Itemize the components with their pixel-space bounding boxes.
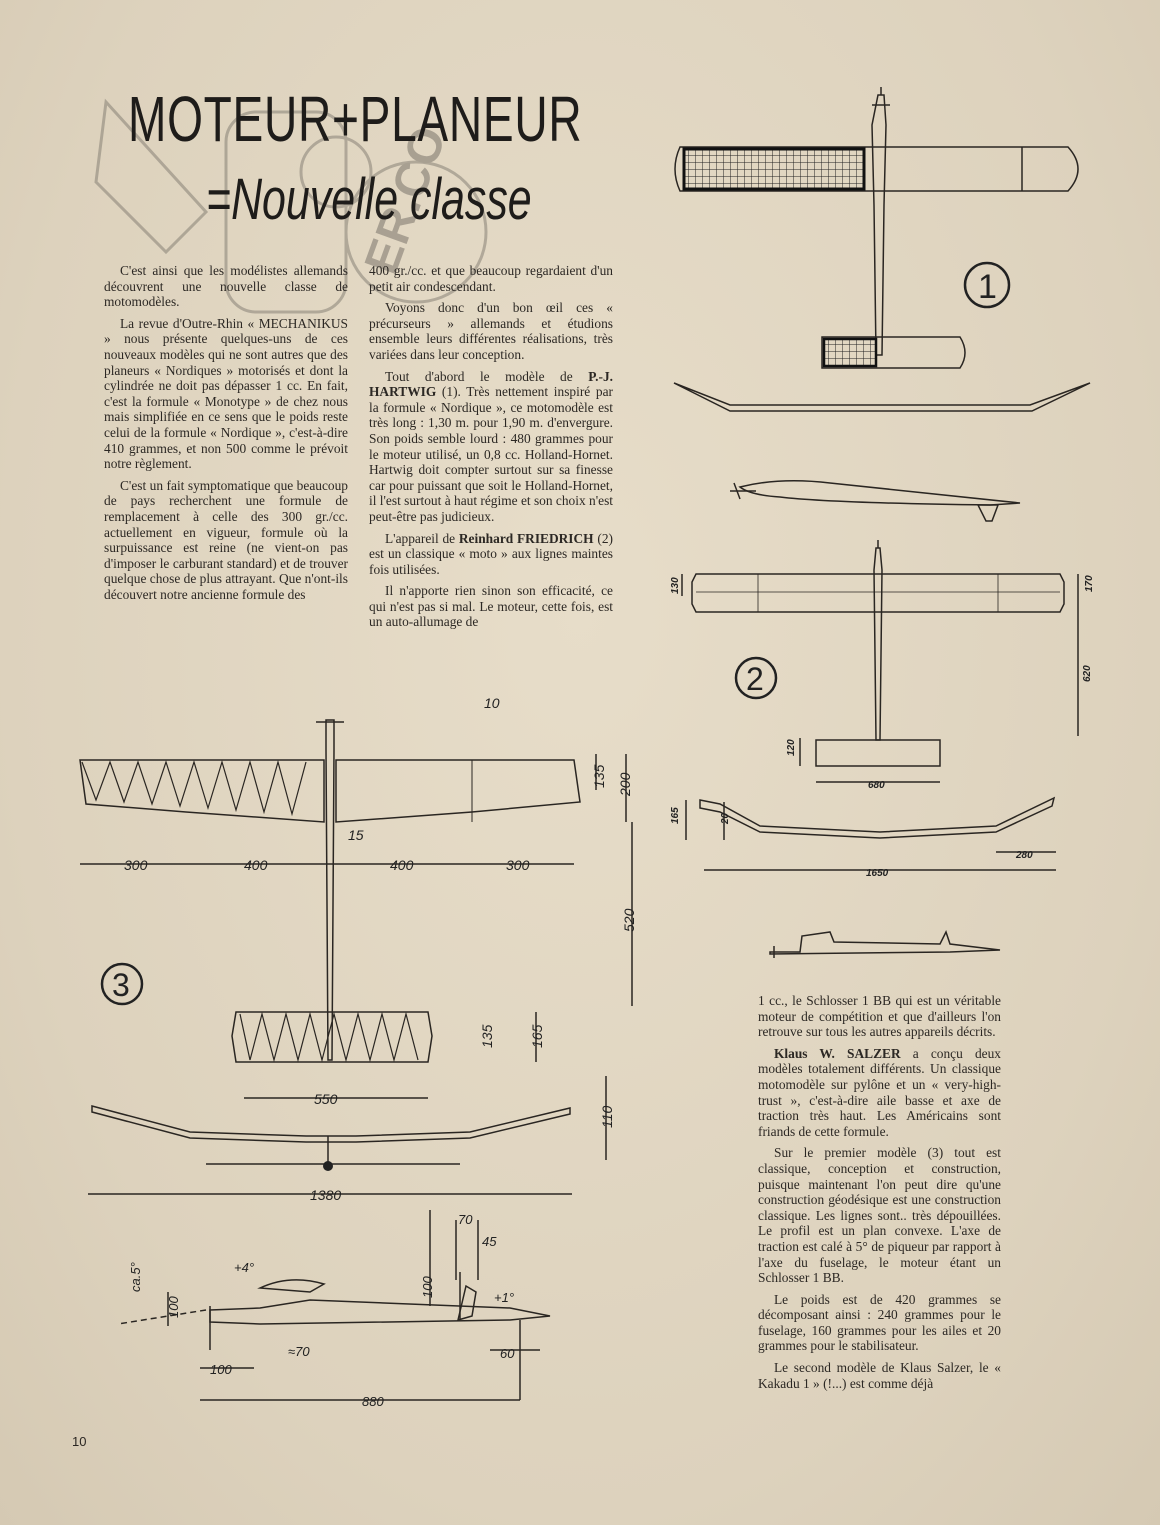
col2-p4-pre: L'appareil de [385,530,459,546]
fig2-dim-280: 280 [1015,850,1033,861]
fig3-dim-1380: 1380 [310,1187,341,1203]
fig3-dim-10: 10 [484,695,500,711]
fig3-dim-15: 15 [348,827,364,843]
text-column-1: C'est ainsi que les modélistes allemands… [104,263,348,608]
side-dim-70b: ≈70 [288,1344,310,1359]
side-dim-60: 60 [500,1346,515,1361]
col3-paragraph-4: Le poids est de 420 grammes se décomposa… [758,1291,1001,1354]
col2-paragraph-4: L'appareil de Reinhard FRIEDRICH (2) est… [369,531,613,578]
watermark-stamp: ER.CO [94,98,488,314]
fig3-dim-110: 110 [599,1105,615,1128]
text-column-3: 1 cc., le Schlosser 1 BB qui est un véri… [758,993,1001,1397]
fig3-dim-400b: 400 [390,857,414,873]
side-dim-70: 70 [458,1212,473,1227]
fig2-dim-680: 680 [868,780,885,791]
col3-paragraph-3: Sur le premier modèle (3) tout est class… [758,1145,1001,1286]
col3-paragraph-5: Le second modèle de Klaus Salzer, le « K… [758,1360,1001,1391]
fig2-dim-130: 130 [670,577,681,594]
fig2-dim-620: 620 [1082,665,1093,682]
page-number: 10 [72,1434,87,1449]
fig2-dim-20: 20 [720,812,731,825]
fig3-dim-165: 165 [529,1024,545,1048]
col1-paragraph-2: La revue d'Outre-Rhin « MECHANIKUS » nou… [104,315,348,472]
col1-paragraph-3: C'est un fait symptomatique que beaucoup… [104,477,348,602]
fig3-dim-300a: 300 [124,857,148,873]
fig3-dim-200: 200 [617,772,633,797]
figure-2-plan: 130 170 620 120 680 165 20 280 1650 2 [670,540,1095,958]
fig2-dim-1650: 1650 [866,868,889,879]
side-dim-880: 880 [362,1394,384,1409]
fig2-dim-120: 120 [786,739,797,756]
side-dim-plus1: +1° [494,1290,514,1305]
side-dim-45: 45 [482,1234,497,1249]
col2-p3-post: (1). Très nettement inspiré par la formu… [369,384,613,524]
text-column-2: 400 gr./cc. et que beaucoup regardaient … [369,263,613,636]
fig3-dim-400a: 400 [244,857,268,873]
col3-paragraph-2: Klaus W. SALZER a conçu deux modèles tot… [758,1046,1001,1140]
fig3-dim-300b: 300 [506,857,530,873]
col2-p3-name: P.-J. HARTWIG [369,368,613,400]
col2-paragraph-5: Il n'apporte rien sinon son efficacité, … [369,583,613,630]
figure-3-label: 3 [112,967,130,1003]
col1-paragraph-1: C'est ainsi que les modélistes allemands… [104,263,348,310]
title-line-2: =Nouvelle classe [206,167,532,232]
col2-p3-pre: Tout d'abord le modèle de [385,368,589,384]
side-dim-ca5: ca.5° [128,1262,143,1292]
fig2-dim-165: 165 [670,807,681,824]
col2-paragraph-3: Tout d'abord le modèle de P.-J. HARTWIG … [369,369,613,525]
fig3-dim-520: 520 [621,908,637,932]
figure-1-label: 1 [978,268,997,306]
col3-p2-post: a conçu deux modèles totalement différen… [758,1045,1001,1139]
side-dim-plus4: +4° [234,1260,254,1275]
side-dim-100b: 100 [420,1276,435,1298]
figure-3-side-view: 70 45 ca.5° +4° +1° 100 100 ≈70 60 100 8… [117,1210,551,1409]
figure-3-plan: 10 135 200 15 300 400 400 300 520 135 16… [79,695,637,1203]
col2-p4-post: (2) est un classique « moto » aux lignes… [369,530,613,577]
side-dim-100a: 100 [166,1296,181,1318]
col3-p2-name: Klaus W. SALZER [774,1045,901,1061]
col2-paragraph-2: Voyons donc d'un bon œil ces « précurseu… [369,300,613,362]
fig3-dim-135b: 135 [479,1024,495,1048]
fig3-dim-550: 550 [314,1091,338,1107]
title-line-1: MOTEUR+PLANEUR [128,83,583,155]
col2-p4-name: Reinhard FRIEDRICH [458,530,594,546]
fig2-dim-170: 170 [1084,575,1095,592]
col2-paragraph-1: 400 gr./cc. et que beaucoup regardaient … [369,263,613,294]
side-dim-100c: 100 [210,1362,232,1377]
fig3-dim-135a: 135 [591,764,607,788]
col3-paragraph-1: 1 cc., le Schlosser 1 BB qui est un véri… [758,993,1001,1040]
figure-2-label: 2 [746,661,764,697]
figure-1-plan: 1 [673,87,1091,522]
